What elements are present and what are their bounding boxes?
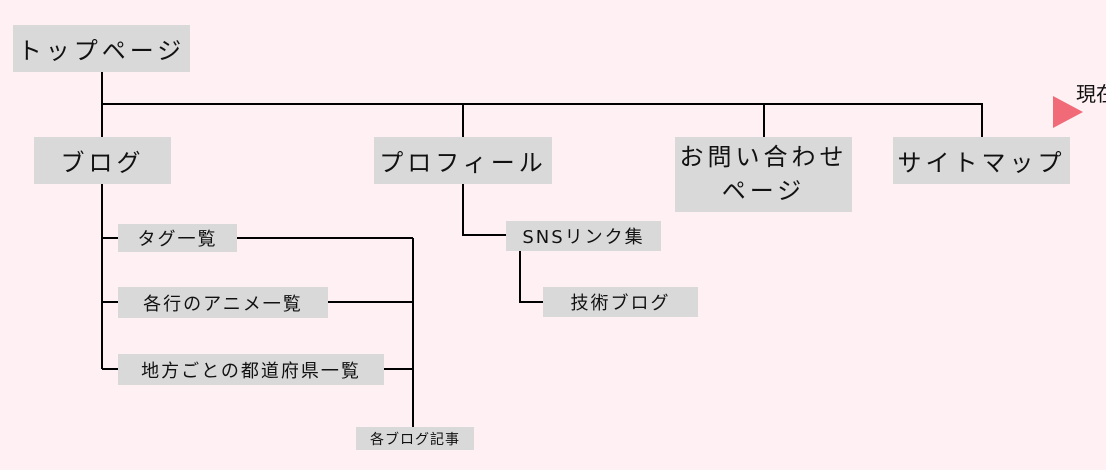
node-anime-list: 各行のアニメ一覧 [118,287,328,318]
node-blog-posts: 各ブログ記事 [356,427,474,450]
node-blog: ブログ [34,137,171,184]
node-sns-links: SNSリンク集 [506,221,661,251]
current-marker-arrow [1053,96,1083,128]
node-tag-list: タグ一覧 [118,224,237,252]
contact-line-1: お問い合わせ [679,142,848,171]
node-top-page: トップページ [13,25,190,72]
current-marker-label: 現在 [1076,82,1106,106]
node-sitemap: サイトマップ [893,137,1070,184]
node-region-list: 地方ごとの都道府県一覧 [118,354,384,385]
node-tech-blog: 技術ブログ [543,287,698,317]
node-profile: プロフィール [374,137,552,184]
contact-line-2: ページ [721,176,806,205]
node-contact-page: お問い合わせ ページ [675,137,852,212]
